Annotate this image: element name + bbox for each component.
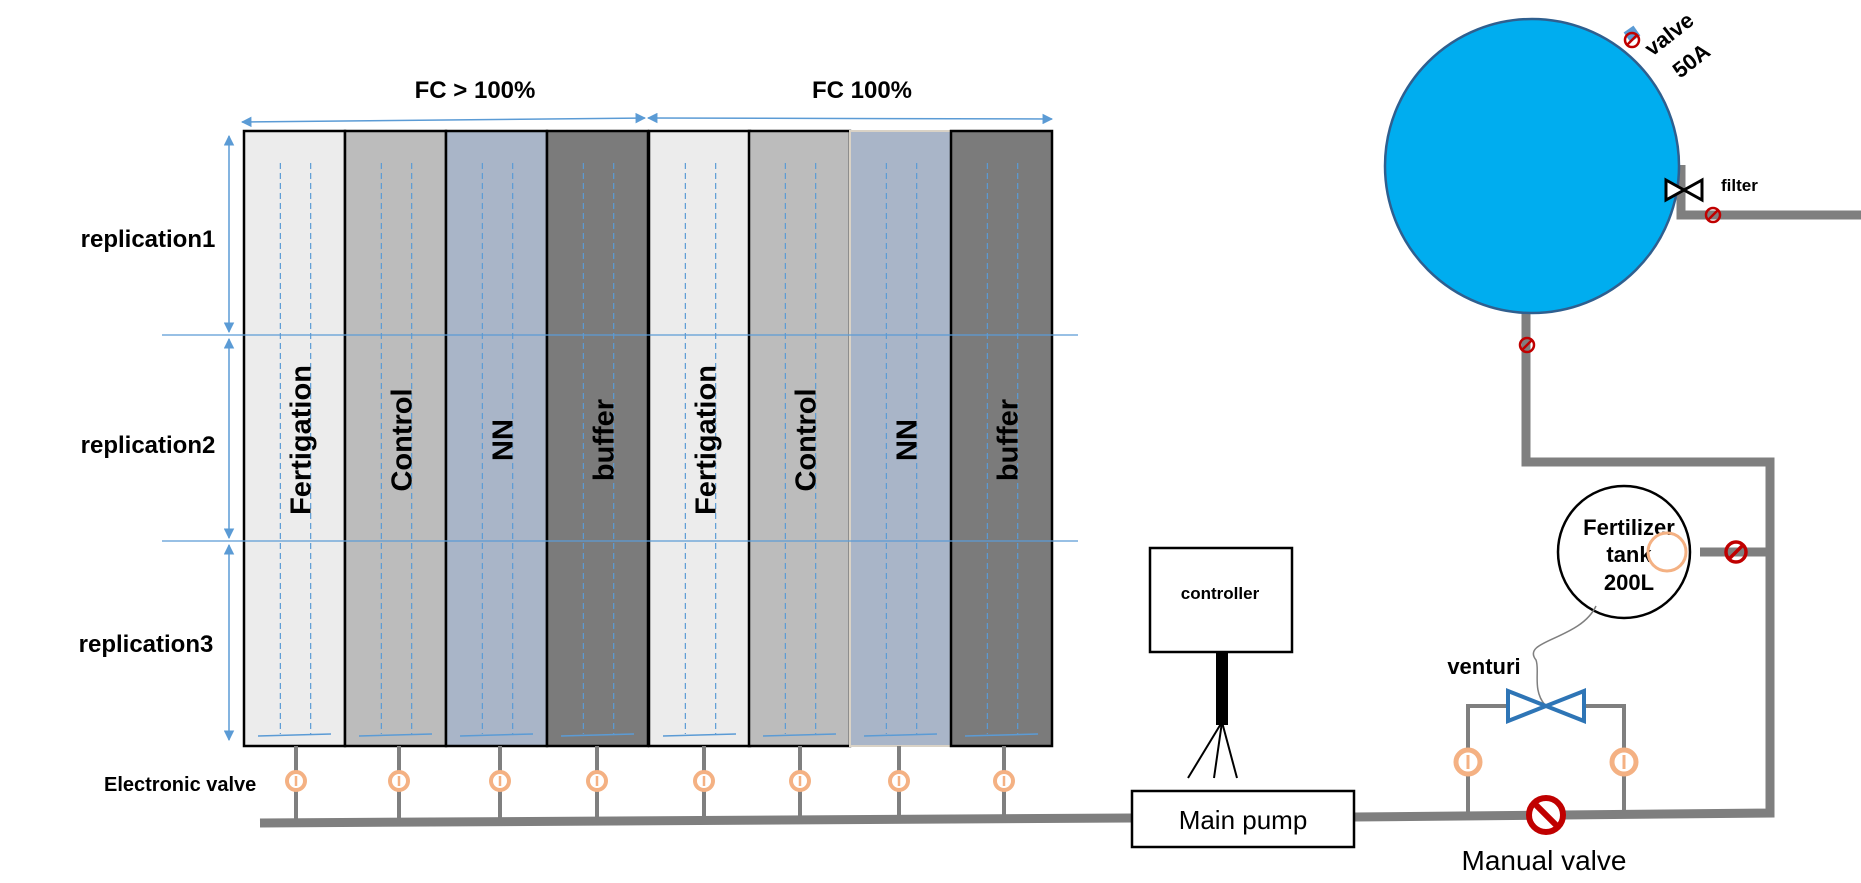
- water-tank: [1383, 17, 1681, 315]
- electronic-valves: [285, 746, 1015, 820]
- electronic-valve-icon: [1453, 747, 1483, 777]
- electronic-valve-label: Electronic valve: [104, 774, 256, 796]
- stop-valve-icon: [1704, 206, 1722, 224]
- plot-label: buffer: [993, 399, 1025, 481]
- plot-column-rect: [343, 129, 448, 748]
- plot-column: Control: [343, 129, 448, 748]
- plot-column: Fertigation: [647, 129, 752, 748]
- drip-header-line: [863, 733, 938, 737]
- plot-column: Control: [747, 129, 852, 748]
- header-fc-over-100: FC > 100%: [415, 77, 536, 104]
- filter-valve-icon: [1664, 177, 1704, 203]
- fertilizer-tank-label-line2: tank: [1606, 542, 1652, 567]
- electronic-valve-icon: [489, 770, 511, 792]
- main-pump-label: Main pump: [1179, 805, 1308, 835]
- plot-label: Fertigation: [691, 365, 723, 515]
- main-pump-box: [1130, 789, 1356, 849]
- electronic-valve-icon: [285, 770, 307, 792]
- drip-header-line: [662, 733, 737, 737]
- plot-column-rect: [949, 129, 1054, 748]
- drip-header-line: [964, 733, 1039, 737]
- suction-hose: [1532, 605, 1597, 706]
- plot-column: NN: [849, 130, 952, 747]
- controller-leg: [1221, 721, 1238, 779]
- replication1-label: replication1: [81, 226, 216, 253]
- electronic-valve-icon: [888, 770, 910, 792]
- fc-over-span-arrow: [240, 112, 647, 128]
- stop-valve-icon: [1724, 540, 1748, 564]
- filter-outlet-pipe: [1676, 165, 1861, 220]
- fc-100-span-arrow: [646, 112, 1054, 125]
- fertilizer-tank-outlet: [1646, 531, 1688, 573]
- fertilizer-tank-label-line3: 200L: [1604, 570, 1654, 595]
- drip-header-line: [358, 733, 433, 737]
- header-fc-100: FC 100%: [812, 77, 912, 104]
- plot-column: Fertigation: [242, 129, 347, 748]
- plot-label: Control: [791, 388, 823, 491]
- stop-valve-icon: [1623, 31, 1641, 49]
- plot-column: NN: [444, 129, 549, 748]
- plot-column: buffer: [949, 129, 1054, 748]
- return-pipe: [1353, 312, 1775, 822]
- controller-leg: [1213, 721, 1223, 779]
- electronic-valve-icon: [693, 770, 715, 792]
- electronic-valve-icon: [586, 770, 608, 792]
- fertilizer-tank-label-line1: Fertilizer: [1583, 515, 1675, 540]
- controller-stand: [1216, 652, 1228, 725]
- plot-label: buffer: [589, 399, 621, 481]
- electronic-valve-icon: [993, 770, 1015, 792]
- electronic-valve-icon: [789, 770, 811, 792]
- drip-header-line: [459, 733, 534, 737]
- controller-leg: [1187, 721, 1223, 779]
- plot-label: Control: [387, 388, 419, 491]
- replication2-label: replication2: [81, 432, 216, 459]
- stop-valve-icon: [1518, 336, 1536, 354]
- controller-box: [1148, 546, 1294, 654]
- main-supply-pipe: [259, 813, 1133, 828]
- venturi-label: venturi: [1447, 654, 1520, 679]
- plot-column-rect: [849, 130, 952, 747]
- plot-label: NN: [892, 419, 924, 461]
- drip-header-line: [257, 733, 332, 737]
- plot-column: buffer: [545, 129, 650, 748]
- electronic-valve-icon: [1609, 747, 1639, 777]
- venturi-valve-icon: [1506, 688, 1586, 724]
- plot-label: Fertigation: [286, 365, 318, 515]
- fertilizer-tank: [1556, 484, 1692, 620]
- stop-valve-icon: [1526, 795, 1566, 835]
- plot-column-rect: [647, 129, 752, 748]
- plot-label: NN: [488, 419, 520, 461]
- electronic-valve-icon: [388, 770, 410, 792]
- manual-valve-label: Manual valve: [1462, 845, 1627, 876]
- plot-column-rect: [242, 129, 347, 748]
- plot-columns: Fertigation Control NN buffer Fertigation Con…: [242, 129, 1054, 748]
- controller-label: controller: [1181, 584, 1260, 603]
- filter-label: filter: [1721, 176, 1758, 195]
- drip-header-line: [560, 733, 635, 737]
- drip-header-line: [762, 733, 837, 737]
- replication3-label: replication3: [79, 631, 214, 658]
